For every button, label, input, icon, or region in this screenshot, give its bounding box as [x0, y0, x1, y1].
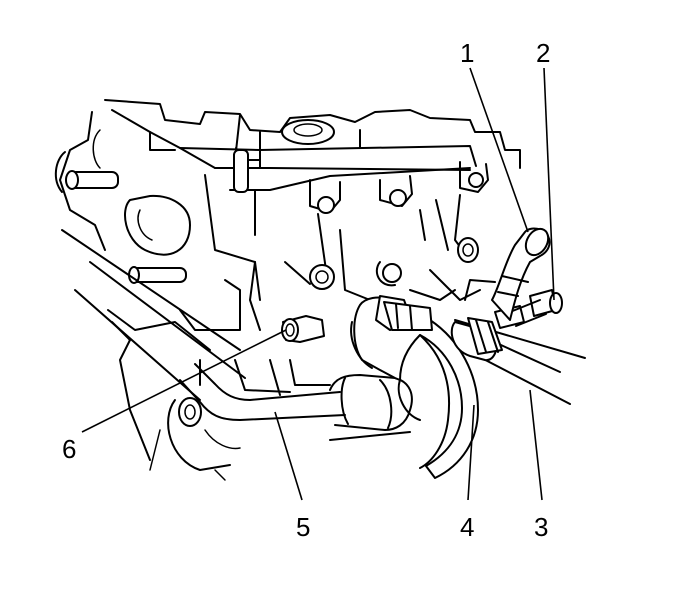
leader-5 [274, 411, 303, 501]
leader-1 [469, 67, 529, 233]
elbow-fitting [464, 227, 551, 321]
callout-6: 6 [62, 434, 76, 464]
heater-outlet-pipe [179, 363, 413, 441]
callout-1: 1 [460, 38, 474, 68]
leader-4 [467, 404, 475, 501]
callout-2: 2 [536, 38, 550, 68]
callout-labels: 1 2 3 4 5 6 [62, 38, 550, 542]
leader-6 [81, 329, 287, 433]
radiator-inlet-hose [350, 295, 479, 479]
leader-3 [529, 389, 543, 501]
callout-5: 5 [296, 512, 310, 542]
coolant-fitting [281, 315, 325, 343]
engine-block [54, 99, 521, 481]
leader-2 [543, 67, 555, 301]
callout-3: 3 [534, 512, 548, 542]
callout-4: 4 [460, 512, 474, 542]
leader-lines [81, 67, 555, 501]
